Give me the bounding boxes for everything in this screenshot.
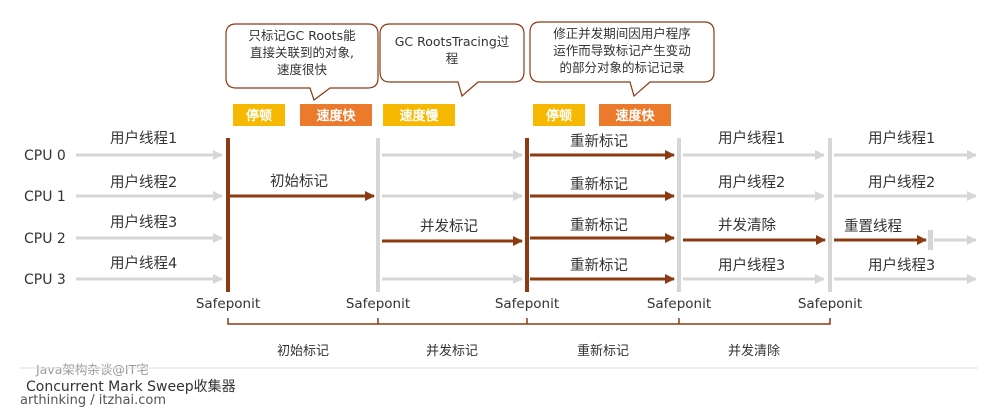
segment-initial-mark: 初始标记 [230, 173, 375, 201]
safepoint-line-3 [525, 138, 529, 292]
tag-slow: 速度慢 [383, 104, 455, 126]
seg1-user-thread-1: 用户线程1 [110, 130, 177, 147]
segment-remark: 重新标记 重新标记 重新标记 重新标记 [530, 133, 675, 284]
safepoint-line-5 [828, 138, 832, 292]
diagram-title: Concurrent Mark Sweep收集器 [26, 378, 236, 395]
tag-pause-1-label: 停顿 [246, 108, 272, 124]
segment-concurrent-mark: 并发标记 [382, 150, 523, 284]
callout-concurrent-mark: GC RootsTracing过程 [379, 23, 525, 98]
seg5-user-thread-1: 用户线程1 [868, 130, 935, 147]
cpu-label-3: CPU 3 [24, 272, 66, 288]
segment-reset-threads: 用户线程1 用户线程2 重置线程 用户线程3 [834, 130, 977, 284]
tag-pause-2-label: 停顿 [546, 108, 572, 124]
phase-label-concurrent-sweep: 并发清除 [728, 343, 780, 359]
safepoint-line-4 [677, 138, 681, 292]
cpu-label-1: CPU 1 [24, 189, 66, 205]
tag-fast-2: 速度快 [599, 104, 671, 126]
remark-label-1: 重新标记 [570, 176, 628, 193]
phase-label-initial-mark: 初始标记 [277, 344, 329, 359]
cpu-label-0: CPU 0 [24, 148, 66, 164]
seg1-user-thread-3: 用户线程3 [110, 214, 177, 231]
remark-label-2: 重新标记 [570, 217, 628, 234]
reset-threads-label: 重置线程 [844, 218, 902, 235]
seg1-user-thread-2: 用户线程2 [110, 174, 177, 191]
safepoint-label-3: Safeponit [495, 296, 559, 312]
initial-mark-label: 初始标记 [270, 173, 328, 190]
cpu-label-2: CPU 2 [24, 231, 66, 247]
callout-remark: 修正并发期间因用户程序运作而导致标记产生变动的部分对象的标记记录 [529, 21, 715, 98]
callout-line: 修正并发期间因用户程序 [553, 26, 691, 41]
seg5-user-thread-2: 用户线程2 [868, 174, 935, 191]
tag-pause-2: 停顿 [533, 104, 585, 126]
callout-line: 只标记GC Roots能 [248, 28, 356, 43]
concurrent-sweep-label: 并发清除 [718, 217, 776, 234]
tag-pause-1: 停顿 [233, 104, 285, 126]
remark-label-3: 重新标记 [570, 257, 628, 274]
callout-initial-mark-text: 只标记GC Roots能直接关联到的对象, 速度很快 [248, 28, 356, 77]
callout-line: 运作而导致标记产生变动 [553, 43, 691, 58]
safepoint-label-5: Safeponit [798, 296, 862, 312]
remark-label-0: 重新标记 [570, 133, 628, 150]
callout-remark-text: 修正并发期间因用户程序运作而导致标记产生变动的部分对象的标记记录 [553, 26, 691, 75]
seg4-user-thread-3: 用户线程3 [718, 257, 785, 274]
callout-line: 程 [446, 51, 459, 66]
seg5-user-thread-3: 用户线程3 [868, 257, 935, 274]
callout-concurrent-mark-text: GC RootsTracing过程 [395, 34, 510, 66]
safepoint-label-1: Safeponit [196, 296, 260, 312]
callout-line: GC RootsTracing过 [395, 34, 510, 49]
tag-fast-2-label: 速度快 [615, 108, 655, 124]
watermark-text: Java架构杂谈@IT宅 [35, 362, 149, 377]
site-credit: arthinking / itzhai.com [20, 393, 166, 408]
reset-end-bar [928, 230, 933, 250]
safepoint-line-2 [376, 138, 380, 292]
safepoint-label-4: Safeponit [647, 296, 711, 312]
seg1-user-thread-4: 用户线程4 [110, 255, 177, 272]
safepoint-line-1 [226, 138, 230, 292]
tag-fast-1: 速度快 [300, 104, 372, 126]
callout-line: 直接关联到的对象, [250, 45, 354, 60]
callout-line: 的部分对象的标记记录 [559, 60, 684, 75]
safepoint-label-2: Safeponit [346, 296, 410, 312]
segment-user-threads-pre: 用户线程1 用户线程2 用户线程3 用户线程4 [76, 130, 223, 284]
callout-line: 速度很快 [277, 62, 328, 77]
phase-label-remark: 重新标记 [577, 343, 629, 359]
tag-fast-1-label: 速度快 [316, 108, 356, 124]
seg4-user-thread-1: 用户线程1 [718, 130, 785, 147]
callout-initial-mark: 只标记GC Roots能直接关联到的对象, 速度很快 [225, 23, 379, 101]
concurrent-mark-label: 并发标记 [420, 218, 478, 235]
tag-slow-label: 速度慢 [399, 108, 439, 124]
phase-label-concurrent-mark: 并发标记 [426, 343, 478, 359]
seg4-user-thread-2: 用户线程2 [718, 174, 785, 191]
segment-concurrent-sweep: 用户线程1 用户线程2 并发清除 用户线程3 [683, 130, 826, 284]
phase-brackets [227, 318, 831, 325]
